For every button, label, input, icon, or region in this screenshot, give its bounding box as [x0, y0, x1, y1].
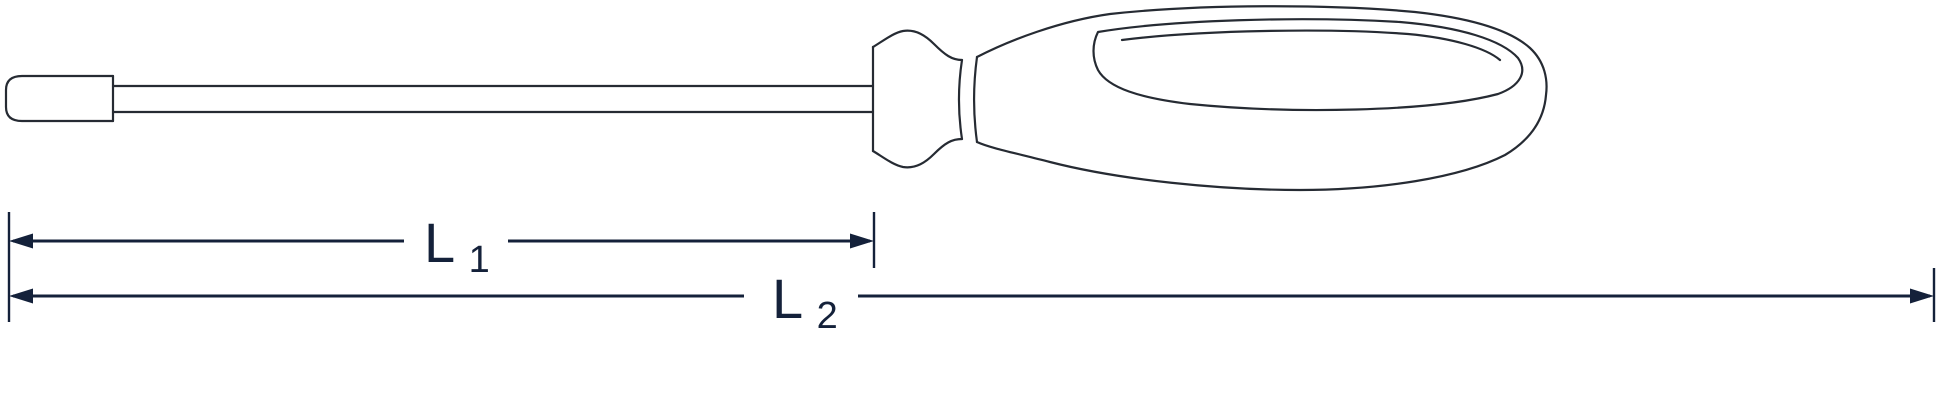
l1-label: L 1: [424, 211, 490, 281]
handle-inlay-outer: [1092, 18, 1524, 112]
collar-bottom-contour: [871, 137, 964, 169]
l2-arrow-left: [9, 288, 33, 304]
collar-joint-line-right: [972, 55, 979, 144]
l1-arrow-right: [850, 233, 874, 249]
blade-tip: [4, 74, 115, 123]
screwdriver-drawing: [4, 5, 1548, 192]
collar-joint-line-left: [957, 58, 964, 141]
l1-label-letter: L: [424, 211, 454, 274]
l2-arrow-right: [1910, 288, 1934, 304]
l2-label: L 2: [772, 267, 838, 337]
handle-outline: [975, 5, 1548, 192]
l2-label-letter: L: [772, 267, 802, 330]
l1-label-subscript: 1: [469, 239, 490, 281]
handle-inlay-inner: [1120, 29, 1502, 62]
l2-label-subscript: 2: [817, 295, 838, 337]
l1-arrow-left: [9, 233, 33, 249]
collar-top-contour: [871, 29, 964, 62]
dimension-l1: L 1: [7, 211, 876, 322]
dimension-l2: L 2: [9, 267, 1936, 337]
